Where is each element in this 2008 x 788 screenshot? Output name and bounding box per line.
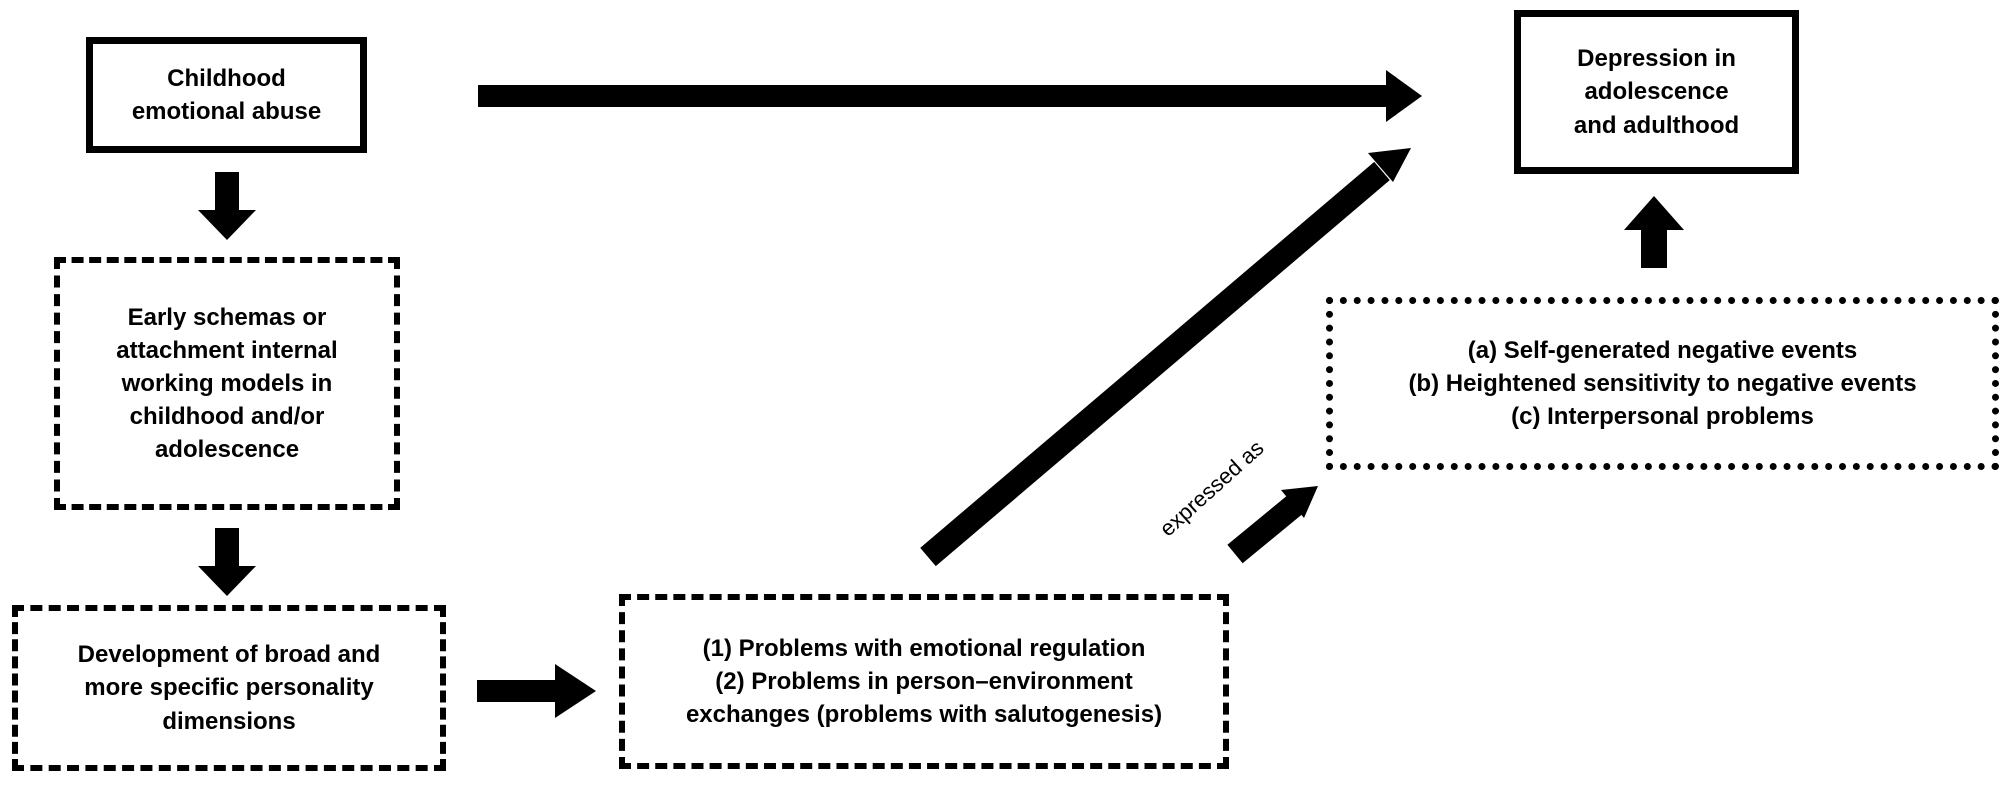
- node-schemas-line: adolescence: [154, 436, 300, 464]
- node-problems-line: (1) Problems with emotional regulation: [702, 634, 1146, 662]
- node-schemas-line: working models in: [121, 369, 333, 397]
- arrow-problems-to-events: [1227, 486, 1318, 564]
- node-events-line: (b) Heightened sensitivity to negative e…: [1408, 369, 1917, 397]
- node-depression-line: Depression in: [1577, 45, 1736, 73]
- node-childhood-emotional-abuse: Childhood emotional abuse: [86, 37, 367, 153]
- node-personality-dimensions: Development of broad and more specific p…: [12, 605, 446, 771]
- node-abuse-line: Childhood: [167, 64, 286, 92]
- arrow-personality-to-problems: [477, 664, 596, 718]
- node-personality-line: more specific personality: [84, 674, 374, 702]
- node-schemas-line: Early schemas or: [127, 303, 327, 331]
- arrow-schemas-to-personality: [198, 528, 256, 596]
- node-regulation-problems: (1) Problems with emotional regulation (…: [619, 594, 1229, 769]
- node-schemas-line: attachment internal: [116, 336, 338, 364]
- node-events-line: (c) Interpersonal problems: [1511, 403, 1814, 431]
- node-personality-line: Development of broad and: [77, 641, 381, 669]
- arrow-events-to-depression: [1624, 196, 1684, 268]
- node-early-schemas: Early schemas or attachment internal wor…: [54, 257, 400, 510]
- node-negative-events: (a) Self-generated negative events (b) H…: [1326, 297, 1999, 470]
- node-depression-line: and adulthood: [1573, 111, 1740, 139]
- arrow-abuse-to-depression: [478, 70, 1422, 122]
- node-personality-line: dimensions: [162, 707, 296, 735]
- node-problems-line: exchanges (problems with salutogenesis): [685, 701, 1163, 729]
- node-depression-line: adolescence: [1584, 78, 1729, 106]
- node-schemas-line: childhood and/or: [129, 403, 325, 431]
- node-problems-line: (2) Problems in person–environment: [715, 667, 1133, 695]
- arrow-problems-to-depression: [920, 148, 1411, 567]
- node-events-line: (a) Self-generated negative events: [1467, 336, 1858, 364]
- node-abuse-line: emotional abuse: [131, 98, 322, 125]
- node-depression: Depression in adolescence and adulthood: [1514, 10, 1799, 174]
- arrow-abuse-to-schemas: [198, 172, 256, 240]
